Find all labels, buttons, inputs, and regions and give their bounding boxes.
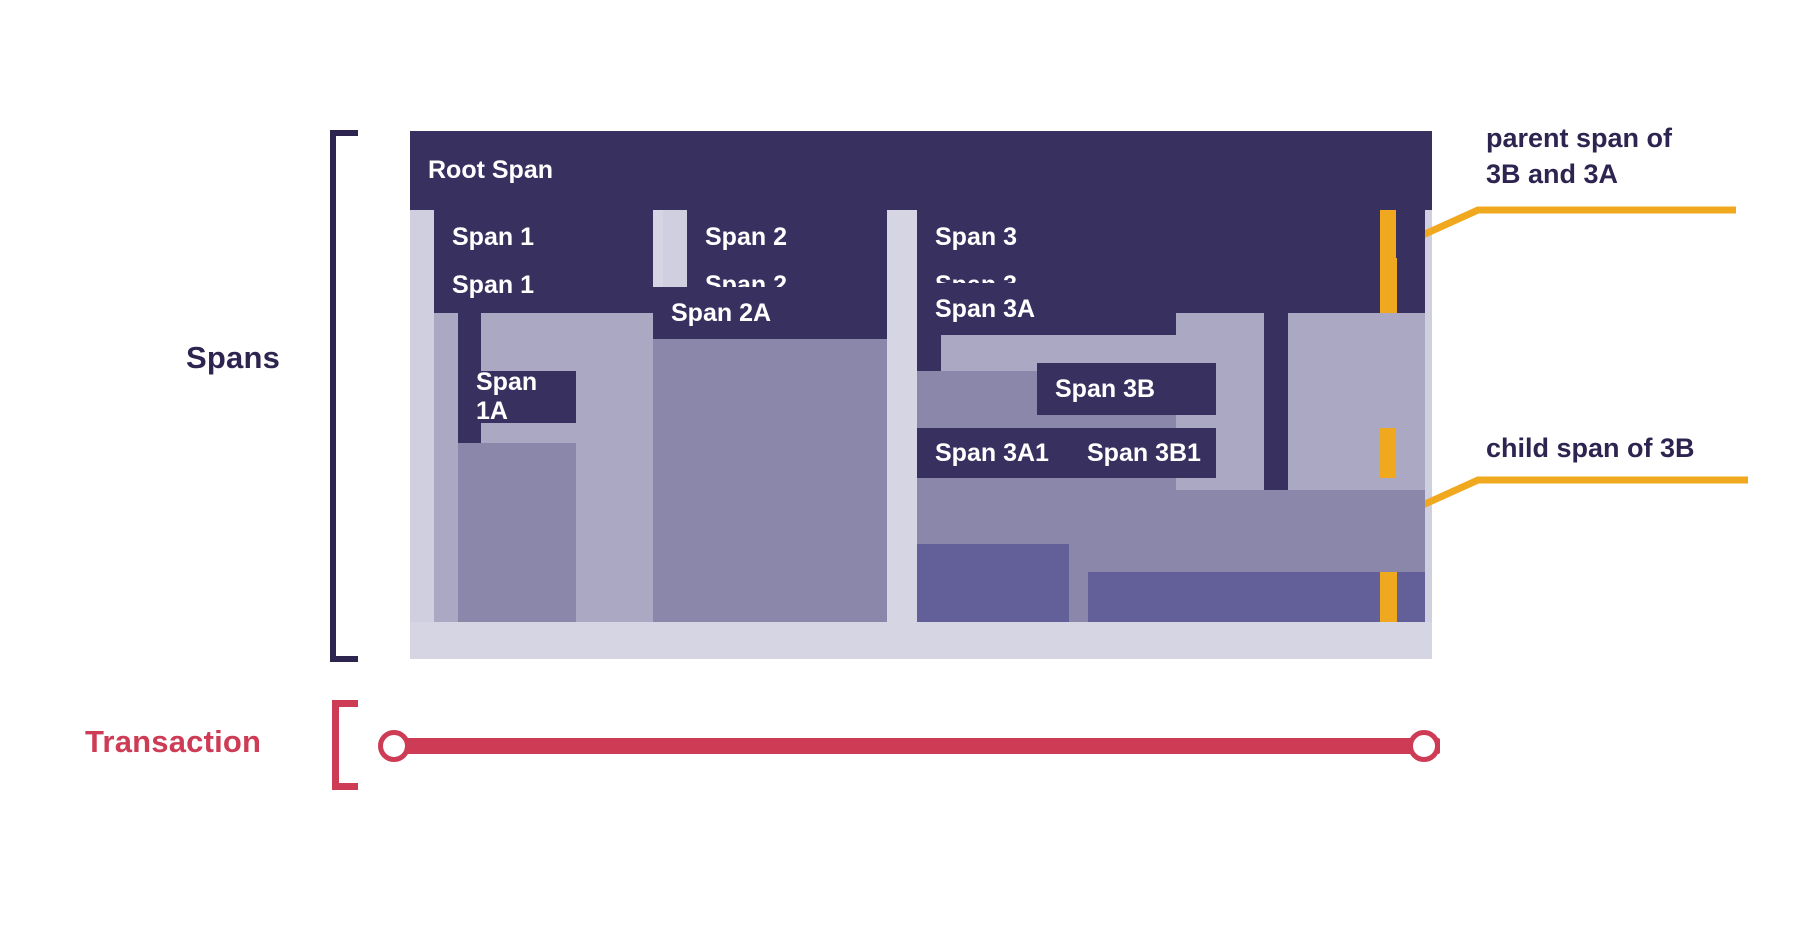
transaction-end-dot[interactable] (1408, 730, 1440, 762)
span-1a-fill (458, 443, 576, 622)
span-1-bar: Span 1 (434, 258, 653, 313)
span-2a-fill (653, 291, 887, 622)
annotation-child-span-text: child span of 3B (1486, 433, 1695, 463)
connector-span-3-to-span-3b (1264, 313, 1288, 523)
overlay-root-bar[interactable]: Root Span (410, 131, 1432, 210)
overlay-span-2-bar[interactable]: Span 2 (687, 210, 887, 265)
transaction-bracket-bottom (332, 783, 358, 790)
overlay-span-3a1-bar[interactable]: Span 3A1 (917, 428, 1069, 478)
span-3a1-fill (917, 544, 1069, 622)
spans-bracket-bottom (330, 656, 358, 662)
transaction-section-label: Transaction (85, 724, 262, 759)
transaction-track[interactable] (388, 738, 1440, 754)
span-3b1-highlight-marker (1380, 572, 1397, 622)
spans-section-label: Spans (186, 340, 281, 375)
transaction-bracket-top (332, 700, 358, 707)
span-3-highlight-marker (1380, 258, 1397, 313)
overlay-span-3-bar[interactable]: Span 3 (917, 210, 1425, 265)
overlay-span-2a-bar[interactable]: Span 2A (653, 287, 887, 339)
spans-bracket-stem (330, 130, 336, 662)
annotation-child-span-leader (1392, 476, 1748, 522)
spans-bracket (330, 130, 360, 662)
transaction-start-dot[interactable] (378, 730, 410, 762)
marker-span-3 (1380, 210, 1396, 265)
overlay-span-1-bar[interactable]: Span 1 (434, 210, 653, 265)
transaction-bracket-stem (332, 700, 339, 790)
span-3b1-fill (1088, 572, 1425, 622)
transaction-bracket (332, 700, 360, 790)
overlay-span-3a-bar[interactable]: Span 3A (917, 283, 1176, 335)
marker-span-3b1 (1380, 428, 1396, 478)
spans-bracket-top (330, 130, 358, 136)
overlay-span-3b-bar[interactable]: Span 3B (1037, 363, 1216, 415)
overlay-span-1a-bar[interactable]: Span 1A (458, 368, 576, 425)
annotation-parent-span-text: parent span of 3B and 3A (1486, 123, 1673, 189)
overlay-span-3b1-bar[interactable]: Span 3B1 (1069, 428, 1216, 478)
annotation-parent-span-leader (1392, 206, 1736, 252)
